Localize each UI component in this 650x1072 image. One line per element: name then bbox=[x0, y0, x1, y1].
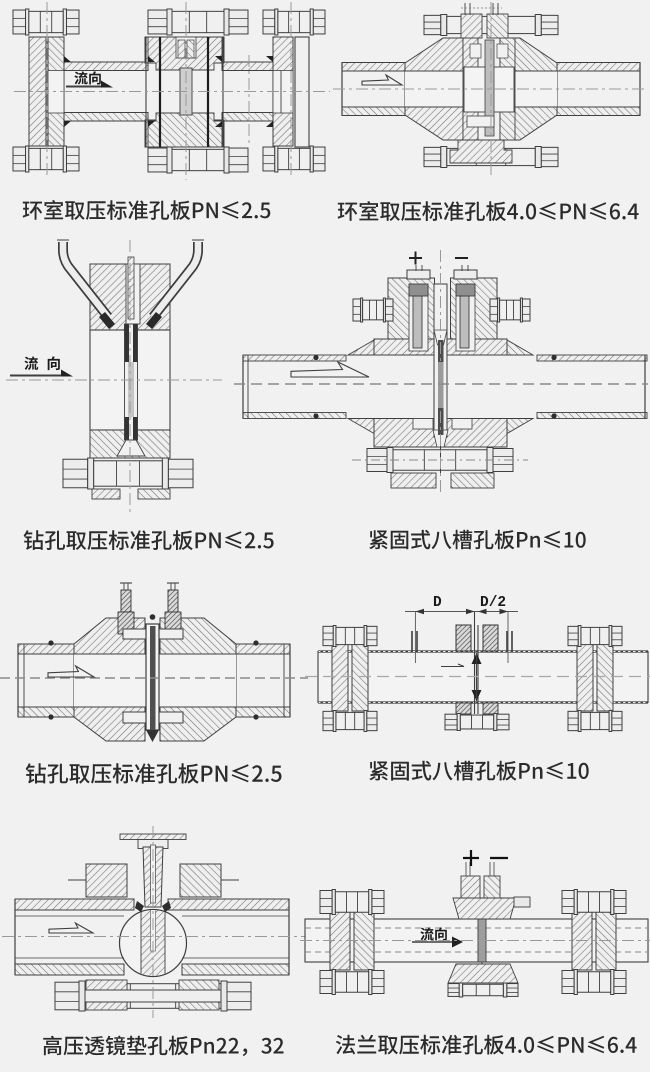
svg-text:D: D bbox=[433, 595, 442, 611]
svg-text:D/2: D/2 bbox=[480, 595, 506, 611]
